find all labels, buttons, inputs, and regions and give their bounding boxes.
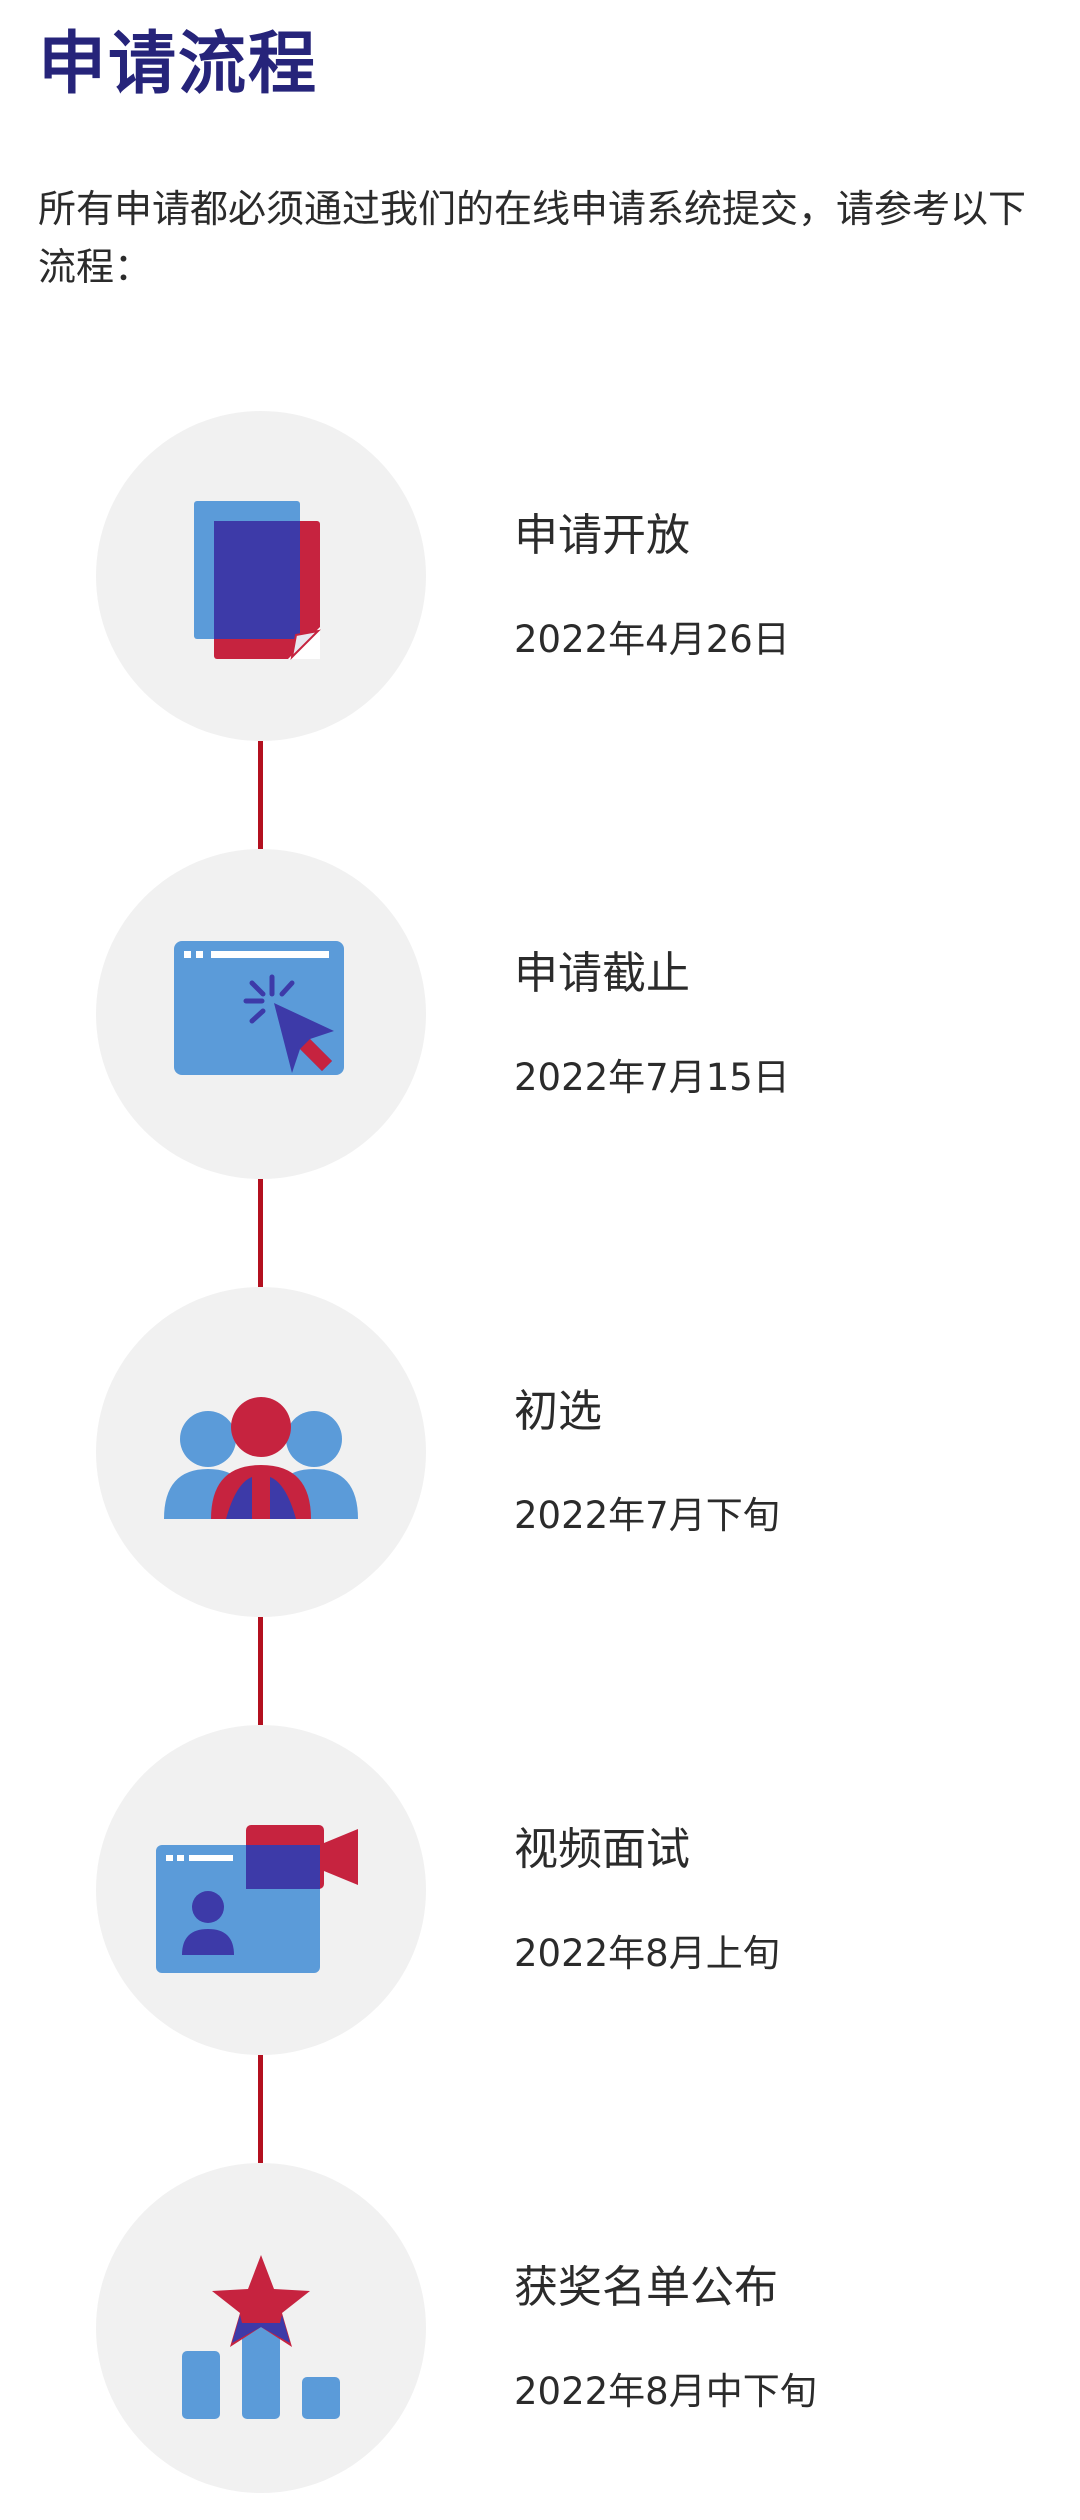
step-icon-circle (96, 849, 426, 1179)
timeline-connector (258, 2055, 263, 2163)
step-date: 2022年7月下旬 (514, 1494, 780, 1537)
step-icon-circle (96, 1725, 426, 2055)
timeline-connector (258, 741, 263, 849)
timeline-connector (258, 1617, 263, 1725)
step-icon-circle (96, 411, 426, 741)
group-people-icon (164, 1397, 358, 1519)
timeline-step-video-interview: 视频面试 2022年8月上旬 (96, 1725, 996, 2055)
step-icon-circle (96, 1287, 426, 1617)
timeline-step-application-deadline: 申请截止 2022年7月15日 (96, 849, 996, 1179)
step-date: 2022年7月15日 (514, 1056, 790, 1099)
documents-icon (194, 501, 321, 660)
timeline-connector (258, 1179, 263, 1287)
step-date: 2022年8月上旬 (514, 1932, 780, 1975)
browser-click-icon (174, 941, 344, 1075)
video-call-icon (156, 1825, 358, 1973)
step-title: 获奖名单公布 (514, 2262, 778, 2313)
intro-text: 所有申请都必须通过我们的在线申请系统提交，请参考以下流程： (38, 187, 1027, 289)
step-date: 2022年4月26日 (514, 618, 790, 661)
step-icon-circle (96, 2163, 426, 2493)
step-date: 2022年8月中下旬 (514, 2370, 817, 2413)
timeline-step-preliminary: 初选 2022年7月下旬 (96, 1287, 996, 1617)
step-title: 申请开放 (514, 510, 690, 561)
page-title: 申请流程 (38, 25, 319, 104)
step-title: 申请截止 (514, 948, 690, 999)
star-podium-icon (182, 2255, 340, 2419)
step-title: 初选 (514, 1386, 602, 1437)
timeline-step-application-open: 申请开放 2022年4月26日 (96, 411, 996, 741)
step-title: 视频面试 (514, 1824, 690, 1875)
timeline-step-winners-announced: 获奖名单公布 2022年8月中下旬 (96, 2163, 996, 2493)
